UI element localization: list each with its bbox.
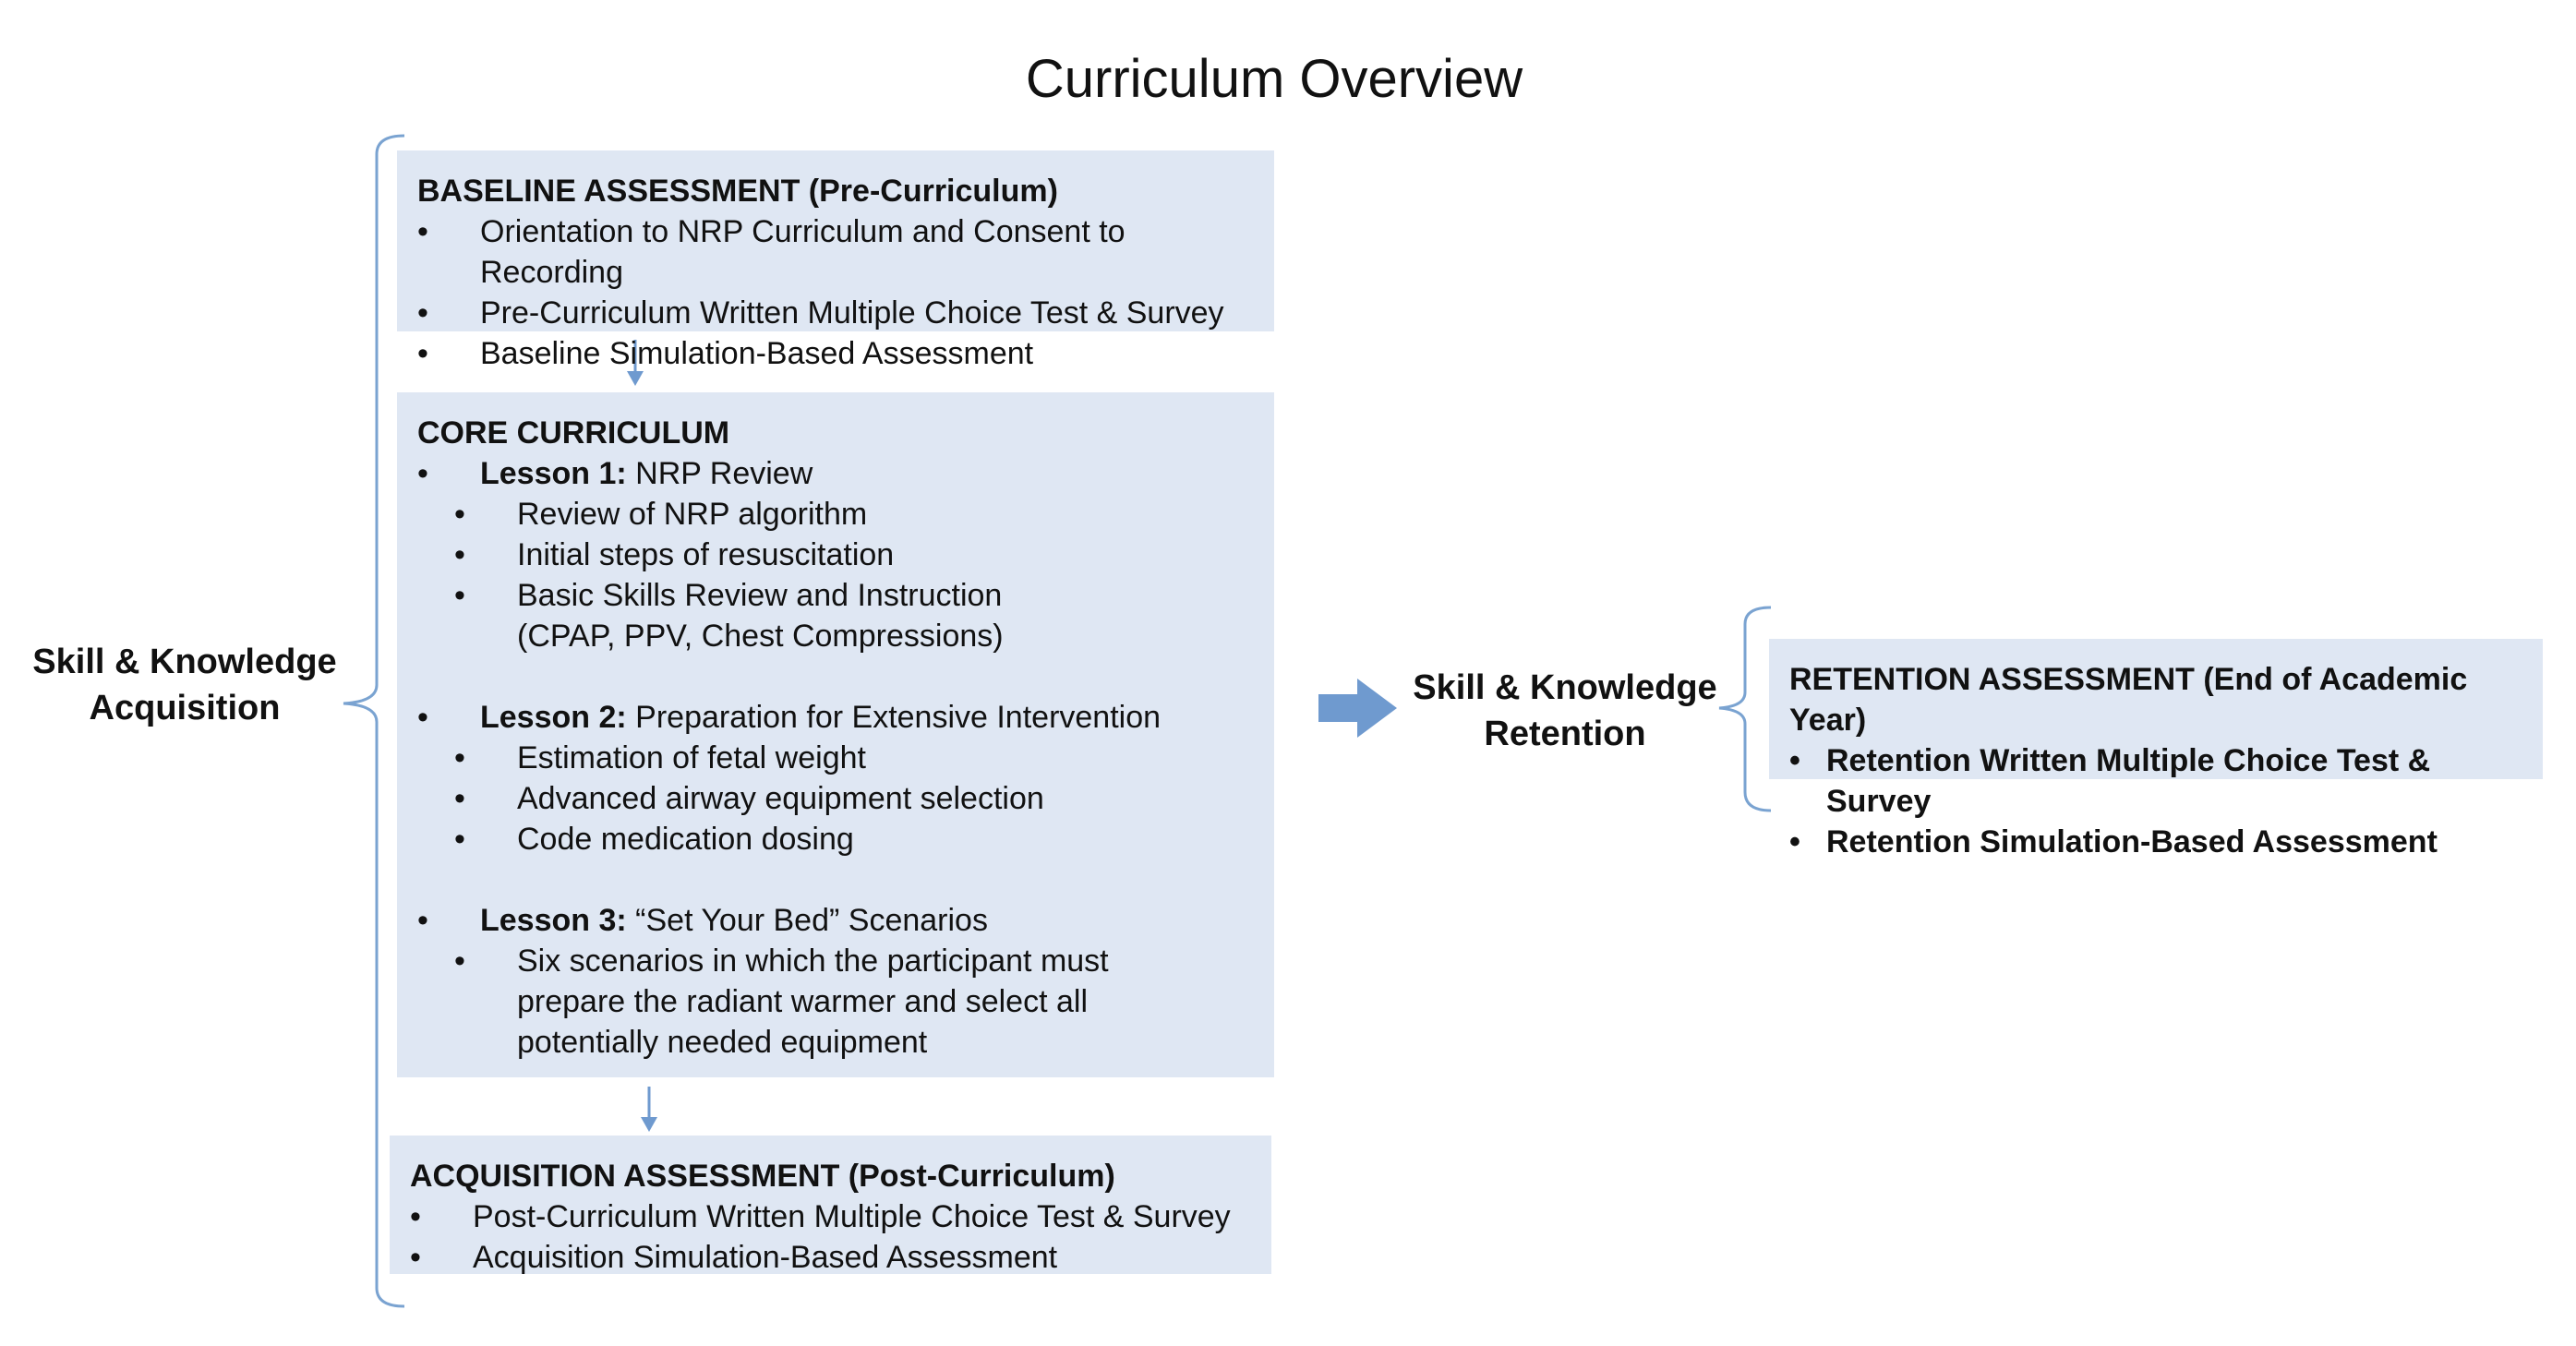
list-item-line: potentially needed equipment <box>517 1025 928 1060</box>
list-item: Estimation of fetal weight <box>417 738 1254 778</box>
retention-list: Retention Written Multiple Choice Test &… <box>1789 740 2522 862</box>
acquisition-side-label: Skill & Knowledge Acquisition <box>9 639 360 731</box>
list-item: Acquisition Simulation-Based Assessment <box>410 1237 1251 1278</box>
left-bracket <box>343 134 405 1308</box>
core-curriculum-box: CORE CURRICULUM Lesson 1: NRP Review Rev… <box>397 392 1274 1077</box>
lesson-2-items: Estimation of fetal weight Advanced airw… <box>417 738 1254 859</box>
list-item-line: prepare the radiant warmer and select al… <box>517 984 1088 1019</box>
list-item: Advanced airway equipment selection <box>417 778 1254 819</box>
retention-heading-main: RETENTION ASSESSMENT <box>1789 662 2195 697</box>
retention-label-line1: Skill & Knowledge <box>1413 668 1717 707</box>
lesson-list: Lesson 2: Preparation for Extensive Inte… <box>417 697 1254 738</box>
lesson-3-items: Six scenarios in which the participant m… <box>417 941 1254 1063</box>
lesson-list: Lesson 3: “Set Your Bed” Scenarios <box>417 900 1254 941</box>
list-item: Baseline Simulation-Based Assessment <box>417 333 1254 374</box>
list-item: Orientation to NRP Curriculum and Consen… <box>417 211 1254 293</box>
lesson-title: Preparation for Extensive Intervention <box>626 700 1162 735</box>
baseline-heading: BASELINE ASSESSMENT (Pre-Curriculum) <box>417 174 1058 209</box>
right-arrow-icon <box>1318 679 1397 738</box>
list-item-line: Six scenarios in which the participant m… <box>517 943 1109 979</box>
retention-side-label: Skill & Knowledge Retention <box>1403 665 1727 757</box>
retention-heading: RETENTION ASSESSMENT (End of Academic Ye… <box>1789 659 2522 740</box>
right-bracket <box>1718 606 1772 812</box>
diagram-title: Curriculum Overview <box>1025 49 1523 109</box>
list-item: Code medication dosing <box>417 819 1254 859</box>
list-item: Post-Curriculum Written Multiple Choice … <box>410 1196 1251 1237</box>
lesson-1-items: Review of NRP algorithm Initial steps of… <box>417 494 1254 616</box>
lesson-3: Lesson 3: “Set Your Bed” Scenarios <box>417 900 1254 941</box>
lesson-label: Lesson 1: <box>480 456 627 491</box>
acquisition-label-line1: Skill & Knowledge <box>32 643 337 681</box>
list-item: Retention Written Multiple Choice Test &… <box>1789 740 2522 822</box>
lesson-1: Lesson 1: NRP Review <box>417 453 1254 494</box>
core-heading: CORE CURRICULUM <box>417 415 730 451</box>
list-continuation: (CPAP, PPV, Chest Compressions) <box>517 619 1004 654</box>
list-item: Pre-Curriculum Written Multiple Choice T… <box>417 293 1254 333</box>
lesson-list: Lesson 1: NRP Review <box>417 453 1254 494</box>
acquisition-label-line2: Acquisition <box>89 689 281 727</box>
acquisition-assessment-box: ACQUISITION ASSESSMENT (Post-Curriculum)… <box>390 1136 1271 1278</box>
retention-assessment-box: RETENTION ASSESSMENT (End of Academic Ye… <box>1769 639 2543 862</box>
acquisition-heading: ACQUISITION ASSESSMENT (Post-Curriculum) <box>410 1159 1115 1194</box>
lesson-label: Lesson 3: <box>480 903 627 938</box>
list-item: Six scenarios in which the participant m… <box>417 941 1254 1063</box>
list-item: Initial steps of resuscitation <box>417 535 1254 575</box>
down-arrow-2 <box>641 1087 657 1132</box>
baseline-list: Orientation to NRP Curriculum and Consen… <box>417 211 1254 374</box>
retention-heading-rest: (End of Academic Year) <box>1789 662 2468 738</box>
lesson-title: NRP Review <box>626 456 813 491</box>
lesson-2: Lesson 2: Preparation for Extensive Inte… <box>417 697 1254 738</box>
list-item: Review of NRP algorithm <box>417 494 1254 535</box>
lesson-label: Lesson 2: <box>480 700 627 735</box>
lesson-title: “Set Your Bed” Scenarios <box>626 903 988 938</box>
list-item: Basic Skills Review and Instruction <box>417 575 1254 616</box>
list-item: Retention Simulation-Based Assessment <box>1789 822 2522 862</box>
baseline-assessment-box: BASELINE ASSESSMENT (Pre-Curriculum) Ori… <box>397 150 1274 374</box>
acquisition-list: Post-Curriculum Written Multiple Choice … <box>410 1196 1251 1278</box>
retention-label-line2: Retention <box>1484 715 1646 753</box>
